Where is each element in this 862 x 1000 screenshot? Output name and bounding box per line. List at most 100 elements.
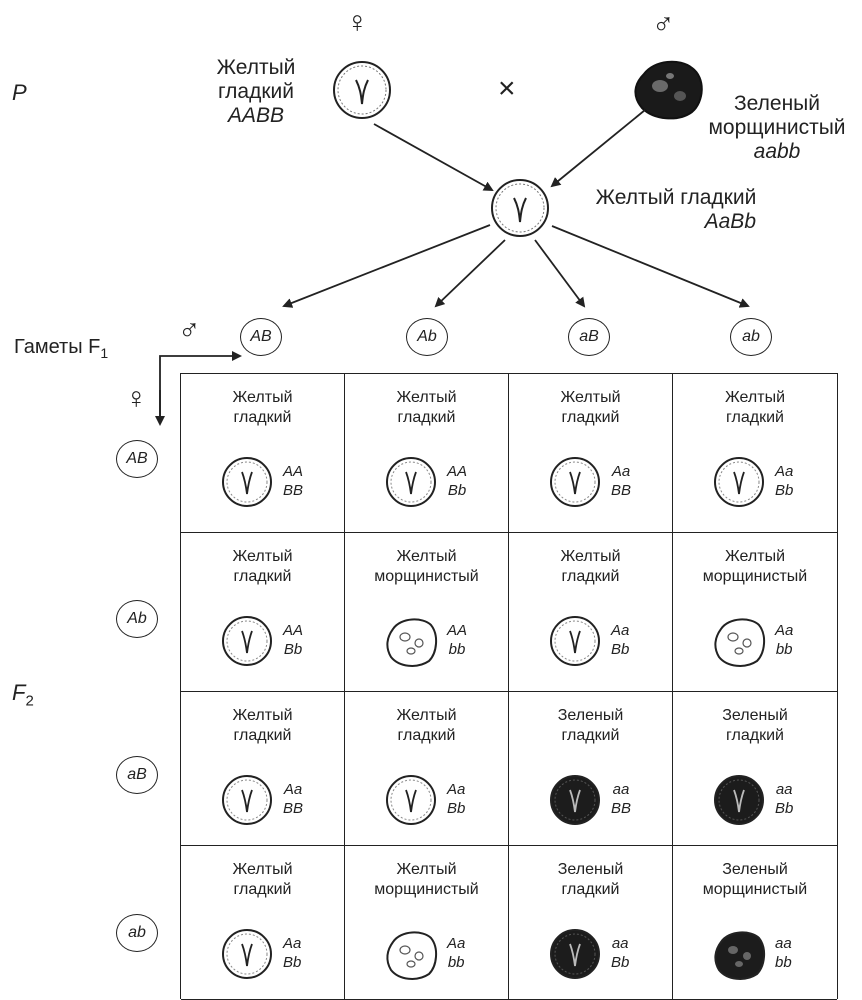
cell-genotype-a: aa	[775, 781, 793, 798]
gamete-label: aB	[127, 766, 147, 783]
cell-phenotype-shape: гладкий	[561, 727, 620, 744]
cell-genotype-a: Aa	[283, 935, 302, 952]
green-smooth-pea-icon	[714, 775, 764, 825]
cell-phenotype-color: Желтый	[232, 861, 293, 878]
generation-label-f2: F2	[12, 680, 34, 709]
cell-phenotype-color: Желтый	[232, 389, 293, 406]
yellow-smooth-pea-icon	[222, 457, 272, 507]
gamete-label: AB	[126, 450, 148, 467]
male-symbol: ♂	[652, 8, 675, 41]
cell-phenotype-shape: гладкий	[233, 727, 292, 744]
cell-genotype-b: BB	[611, 482, 632, 499]
cell-genotype-b: bb	[775, 641, 793, 658]
cell-genotype-b: BB	[283, 800, 304, 817]
cell-genotype-b: BB	[611, 800, 632, 817]
cell-pea	[547, 613, 603, 674]
green-wrinkled-pea-icon	[714, 931, 765, 980]
cell-phenotype-shape: гладкий	[561, 881, 620, 898]
cell-pea	[711, 772, 767, 833]
yellow-smooth-pea-icon	[222, 929, 272, 979]
cell-phenotype-color: Желтый	[396, 707, 457, 724]
cell-genotype-a: Aa	[611, 463, 631, 480]
gametes-label-text: Гаметы F	[14, 336, 101, 358]
f1-phenotype: Желтый гладкий	[595, 186, 757, 209]
cell-genotype-a: Aa	[447, 781, 466, 798]
gametes-f1-label: Гаметы F1	[14, 336, 108, 361]
cell-genotype-a: aa	[775, 935, 792, 952]
female-gamete-ab-4: ab	[116, 914, 158, 952]
cell-genotype-a: Aa	[611, 622, 630, 639]
cell-phenotype-color: Желтый	[396, 548, 457, 565]
cell-phenotype-shape: гладкий	[397, 727, 456, 744]
cell-phenotype-color: Желтый	[232, 707, 293, 724]
gamete-label: Ab	[127, 610, 147, 627]
male-phenotype-line2: морщинистый	[708, 116, 846, 139]
female-genotype: AABB	[227, 104, 285, 127]
cell-phenotype-shape: гладкий	[726, 409, 784, 426]
male-phenotype-line1: Зеленый	[733, 92, 821, 115]
female-gamete-ab-3: aB	[116, 756, 158, 794]
yellow-smooth-pea-icon	[386, 457, 436, 507]
cell-phenotype-color: Зеленый	[557, 707, 624, 724]
male-parent-label: Зеленый морщинистый aabb	[692, 92, 862, 164]
cell-phenotype-shape: морщинистый	[374, 568, 479, 585]
female-parent-label: Желтый гладкий AABB	[196, 56, 316, 128]
gamete-label: aB	[579, 328, 599, 345]
cell-genotype-b: Bb	[611, 954, 630, 971]
cell-genotype-a: aa	[612, 781, 630, 798]
cell-phenotype-shape: гладкий	[397, 409, 456, 426]
cell-genotype-b: bb	[447, 954, 465, 971]
cell-genotype-b: Bb	[283, 954, 302, 971]
f2-label-sub: 2	[25, 692, 34, 710]
gamete-label: ab	[742, 328, 760, 345]
cell-pea	[547, 772, 603, 833]
cell-pea	[219, 926, 275, 987]
cell-phenotype-shape: гладкий	[561, 409, 620, 426]
cell-phenotype-color: Желтый	[560, 389, 621, 406]
gamete-label: AB	[250, 328, 272, 345]
gamete-label: Ab	[417, 328, 437, 345]
cell-genotype-a: Aa	[447, 935, 466, 952]
cell-pea	[711, 454, 767, 515]
yellow-smooth-pea-icon	[550, 457, 600, 507]
male-gamete-symbol: ♂	[178, 314, 201, 347]
yellow-smooth-pea-icon	[386, 775, 436, 825]
yellow-wrinkled-pea-icon	[386, 618, 437, 667]
arrow-f1-to-gamete-ab1	[282, 224, 491, 308]
cell-genotype-a: AA	[283, 463, 304, 480]
cell-phenotype-color: Зеленый	[557, 861, 624, 878]
cell-genotype-a: Aa	[283, 781, 303, 798]
yellow-smooth-pea-icon	[222, 616, 272, 666]
cell-phenotype: Желтый гладкий	[509, 388, 672, 428]
cell-pea	[383, 772, 439, 833]
cell-phenotype-color: Желтый	[724, 548, 786, 565]
cell-genotype-b: Bb	[447, 482, 467, 499]
cell-phenotype-shape: гладкий	[233, 568, 292, 585]
cell-genotype-a: AA	[283, 622, 304, 639]
